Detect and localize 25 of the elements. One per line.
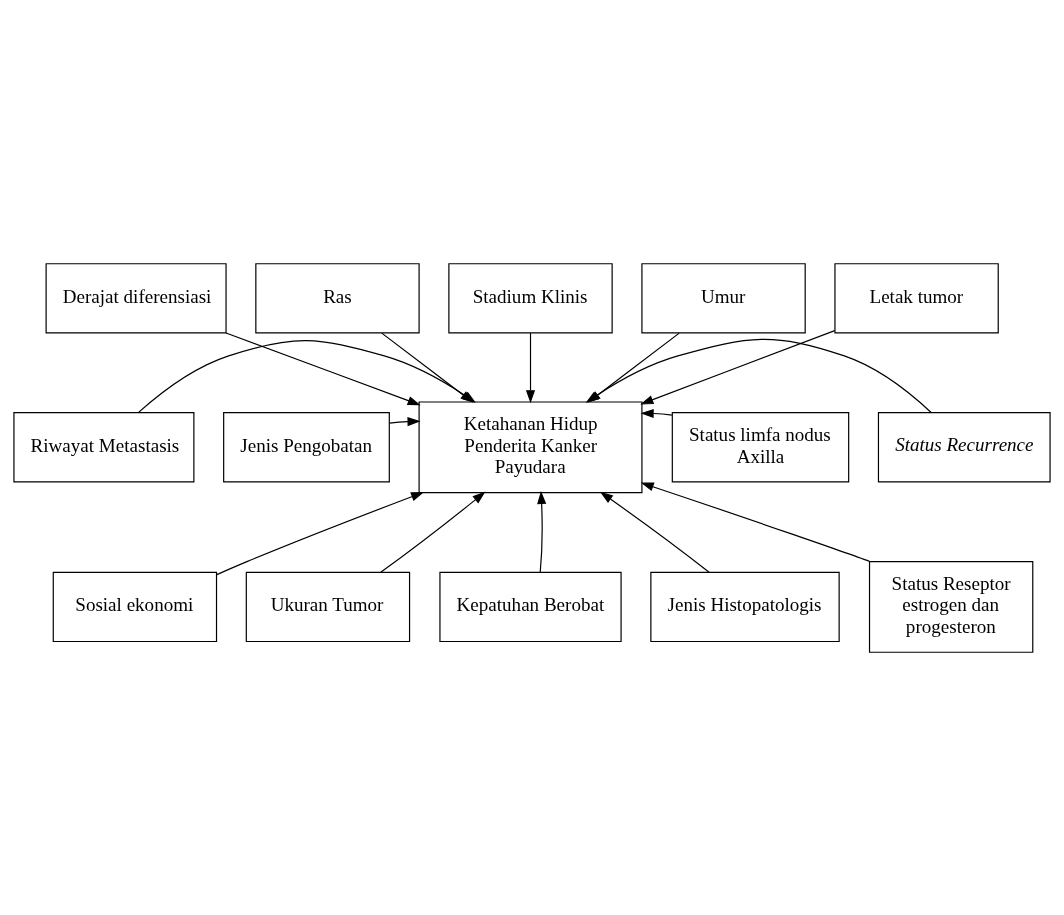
arrow bbox=[640, 329, 836, 404]
arrow bbox=[216, 491, 425, 575]
node-box: Derajat diferensiasi bbox=[45, 262, 227, 333]
arrow bbox=[525, 332, 536, 403]
arrow bbox=[380, 491, 486, 573]
node-box: Jenis Histopatologis bbox=[650, 571, 840, 642]
node-box: Status Reseptor estrogen dan progesteron bbox=[868, 560, 1034, 653]
node-box: Sosial ekonomi bbox=[52, 571, 218, 642]
node-box: Kepatuhan Berobat bbox=[439, 571, 622, 642]
node-box: Status limfa nodus Axilla bbox=[671, 411, 850, 482]
node-box: Jenis Pengobatan bbox=[223, 411, 390, 482]
node-box: Ketahanan Hidup Penderita Kanker Payudara bbox=[418, 400, 643, 493]
arrow bbox=[599, 491, 710, 573]
arrow bbox=[389, 416, 421, 426]
node-box: Umur bbox=[641, 262, 806, 333]
arrow bbox=[537, 490, 547, 573]
node-box: Letak tumor bbox=[834, 262, 999, 333]
arrow bbox=[640, 408, 673, 418]
arrow bbox=[225, 331, 421, 405]
node-box: Ras bbox=[255, 262, 420, 333]
arrow bbox=[640, 481, 871, 562]
node-box: Stadium Klinis bbox=[448, 262, 613, 333]
node-box: Ukuran Tumor bbox=[245, 571, 411, 642]
node-box: Riwayat Metastasis bbox=[13, 411, 195, 482]
node-box: Status Recurrence bbox=[877, 411, 1051, 482]
